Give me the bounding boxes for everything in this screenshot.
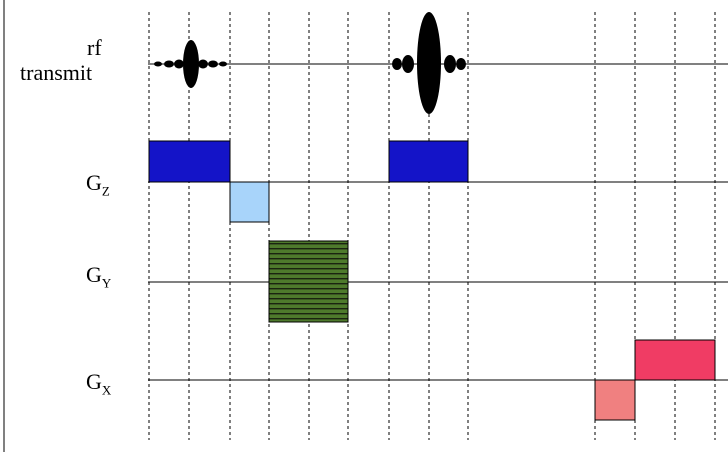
rf-label-line1: rf (87, 35, 102, 60)
gx-label-main: G (86, 369, 102, 394)
gy-label-main: G (86, 262, 102, 287)
gz-slice-select-1 (148, 140, 231, 183)
gx-readout-prephase (594, 379, 636, 421)
rf-pulse-excitation (154, 40, 227, 88)
gz-label: GZ (86, 170, 110, 199)
gz-label-sub: Z (101, 183, 110, 199)
rf-pulse-refocusing (392, 12, 466, 114)
gx-label: GX (86, 369, 111, 398)
gz-slice-select-2 (388, 140, 469, 183)
gy-label: GY (86, 262, 111, 291)
gz-slice-refocus (229, 181, 270, 223)
gx-label-sub: X (101, 382, 112, 398)
rf-label-line2: transmit (20, 60, 93, 85)
gx-readout (634, 339, 716, 381)
gy-phase-encode (268, 240, 349, 323)
gy-label-sub: Y (101, 275, 112, 291)
gz-label-main: G (86, 170, 102, 195)
